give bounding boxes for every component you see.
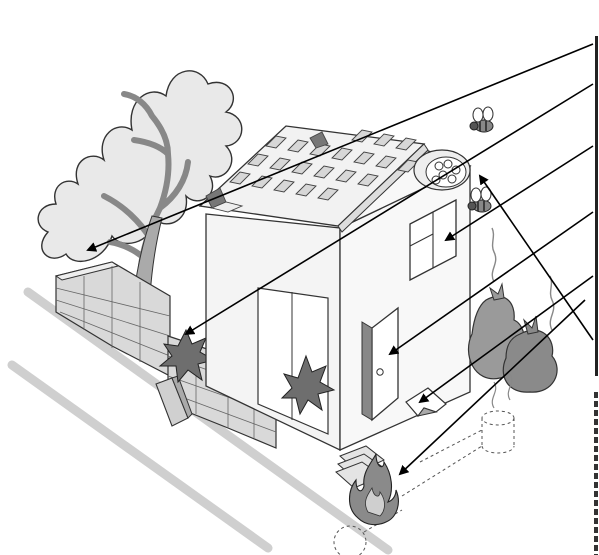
broken-brick-icon [155,375,193,427]
window-icon [409,198,457,282]
frame-edge-line [595,36,598,376]
pointer-lines [86,43,594,476]
wasp-icon [469,106,494,133]
ground-lines [7,287,393,555]
broken-roof-icon [205,129,419,213]
pointer-wasp-nest [478,174,594,341]
garbage-bag-icon [467,227,558,409]
fire-icon [348,453,399,526]
door-icon [361,306,399,422]
damage-splat-icon [158,328,216,384]
pointer-tree [86,43,594,252]
wasp-nest-icon [413,149,471,191]
pointer-fence-damage [184,83,594,336]
wasp-icon [467,186,492,213]
pointer-fire [398,299,586,476]
pointer-window [444,145,594,242]
damage-splat-icon [280,354,336,416]
tree-icon [37,70,243,297]
frame-edge-dashed [594,392,598,555]
pointer-door [388,211,594,356]
